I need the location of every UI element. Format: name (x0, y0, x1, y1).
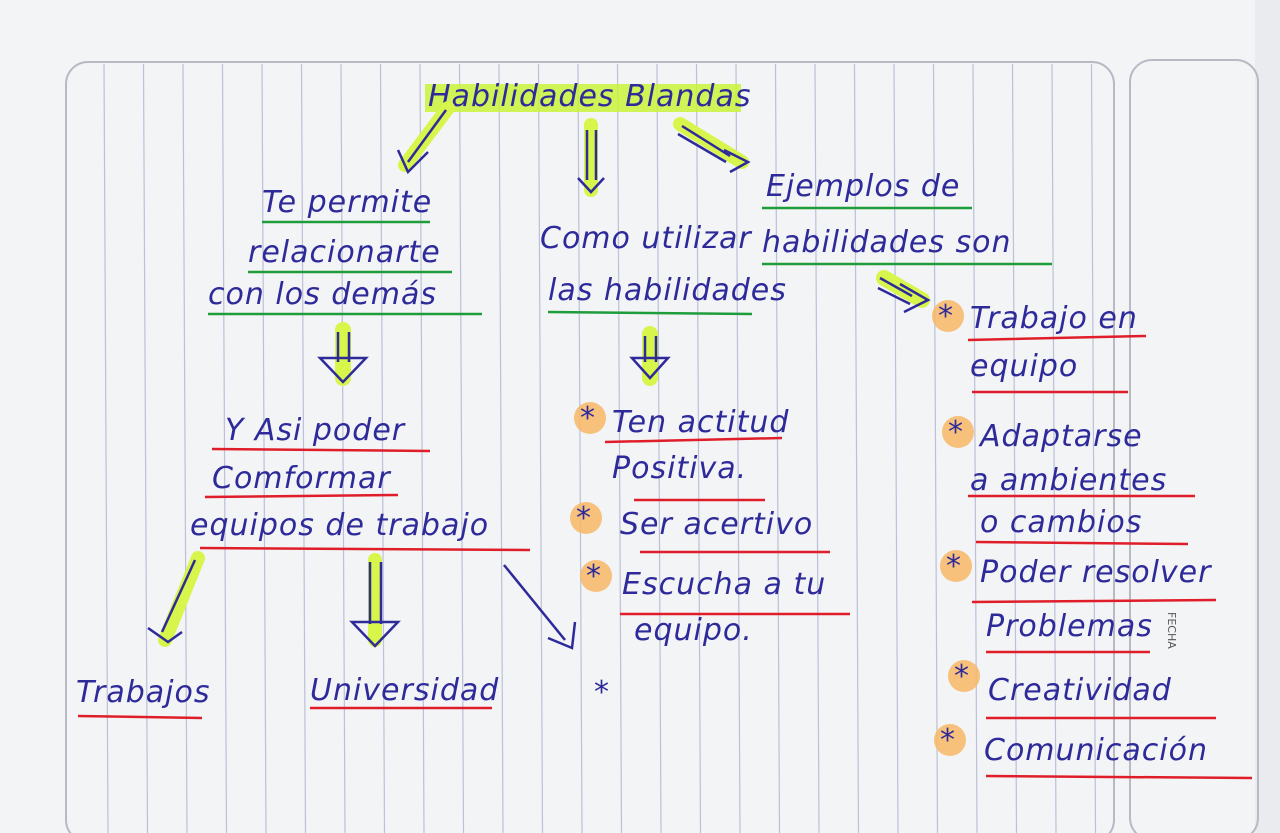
right-item-1-line-1: Trabajo en (970, 301, 1138, 336)
left-leaf-arrow-1 (147, 551, 205, 647)
right-item-5-bullet: * (940, 723, 956, 758)
left-leaf-arrow-3 (503, 564, 577, 650)
right-item-3-line-2: Problemas (986, 609, 1153, 644)
ruled-line (695, 63, 702, 833)
left-underlines (208, 220, 482, 316)
right-item-1-bullet: * (938, 299, 954, 334)
ruled-line (1051, 63, 1057, 833)
root-arrow-right (673, 117, 751, 174)
middle-item-1-bullet: * (580, 401, 596, 436)
ruled-line (1011, 63, 1018, 833)
right-item-2-dot (942, 416, 974, 448)
root-arrow-middle (577, 118, 605, 197)
ruled-line (774, 63, 781, 833)
ruled-line (735, 63, 741, 833)
ruled-line (340, 63, 346, 833)
right-item-5-line-1: Comunicación (984, 733, 1208, 768)
right-item-4-line-1: Creatividad (988, 673, 1172, 708)
ruled-line (656, 63, 662, 833)
right-item-5-dot (934, 724, 966, 756)
left-line-1: Te permite (262, 185, 432, 220)
middle-item-1-dot (574, 402, 606, 434)
ruled-line (853, 63, 860, 833)
middle-item-3-line-2: equipo. (634, 613, 753, 648)
right-item-2-line-3: o cambios (980, 505, 1142, 540)
ruled-line (379, 63, 386, 833)
middle-underline (547, 310, 753, 316)
right-item-4-bullet: * (954, 659, 970, 694)
right-item-1-dot (932, 300, 964, 332)
middle-stray-mark: * (594, 675, 610, 710)
left-next-3: equipos de trabajo (190, 508, 489, 543)
left-leaf-1: Trabajos (76, 675, 210, 710)
right-line-2: habilidades son (762, 225, 1012, 260)
left-leaf-2: Universidad (310, 673, 499, 708)
margin-border (1129, 59, 1259, 833)
page-border (65, 61, 1115, 833)
ruled-line (300, 63, 307, 833)
right-item-3-dot (940, 550, 972, 582)
left-leaf-underlines (77, 706, 492, 720)
left-next-1: Y Asi poder (225, 413, 406, 448)
middle-item-3-dot (580, 560, 612, 592)
right-item-2-line-2: a ambientes (970, 463, 1167, 498)
middle-line-1: Como utilizar (540, 221, 752, 256)
left-line-2: relacionarte (248, 235, 441, 270)
right-item-1-line-2: equipo (970, 349, 1078, 384)
ruled-line (498, 63, 504, 833)
middle-item-3-bullet: * (586, 559, 602, 594)
ruled-line (419, 63, 425, 833)
ruled-line (972, 63, 978, 833)
middle-item-underlines (604, 436, 850, 616)
middle-item-2-line-1: Ser acertivo (620, 507, 813, 542)
ruled-line (577, 63, 583, 833)
middle-arrow-down (629, 326, 671, 386)
middle-item-2-dot (570, 502, 602, 534)
middle-item-3-line-1: Escucha a tu (622, 567, 826, 602)
left-line-3: con los demás (208, 277, 437, 312)
ruled-line (182, 63, 188, 833)
ruled-line (814, 63, 820, 833)
root-arrow-left (396, 101, 455, 175)
right-arrow (876, 270, 931, 314)
middle-line-2: las habilidades (548, 273, 787, 308)
ruled-line (458, 63, 465, 833)
right-item-2-bullet: * (948, 415, 964, 450)
ruled-line (103, 63, 109, 833)
ruled-line (893, 63, 899, 833)
fecha-label: FECHA (1165, 612, 1178, 649)
ruled-line (1090, 63, 1097, 833)
left-next-2: Comformar (212, 461, 391, 496)
title-highlight (425, 84, 741, 112)
left-next-underlines (199, 447, 531, 552)
middle-item-1-line-1: Ten actitud (612, 405, 789, 440)
left-leaf-arrow-2 (349, 553, 401, 648)
left-arrow-down (317, 322, 369, 386)
middle-item-1-line-2: Positiva. (612, 451, 747, 486)
ruled-line (932, 63, 939, 833)
right-item-4-dot (948, 660, 980, 692)
right-item-3-bullet: * (946, 549, 962, 584)
middle-item-2-bullet: * (576, 501, 592, 536)
right-item-3-line-1: Poder resolver (980, 555, 1212, 590)
ruled-line (537, 63, 544, 833)
ruled-lines (103, 63, 1097, 833)
root-title: Habilidades Blandas (428, 79, 751, 114)
ruled-line (616, 63, 623, 833)
ruled-line (142, 63, 149, 833)
right-item-2-line-1: Adaptarse (978, 419, 1143, 454)
right-item-underlines (967, 334, 1253, 780)
right-line-1: Ejemplos de (766, 169, 960, 204)
right-underlines (762, 206, 1052, 266)
